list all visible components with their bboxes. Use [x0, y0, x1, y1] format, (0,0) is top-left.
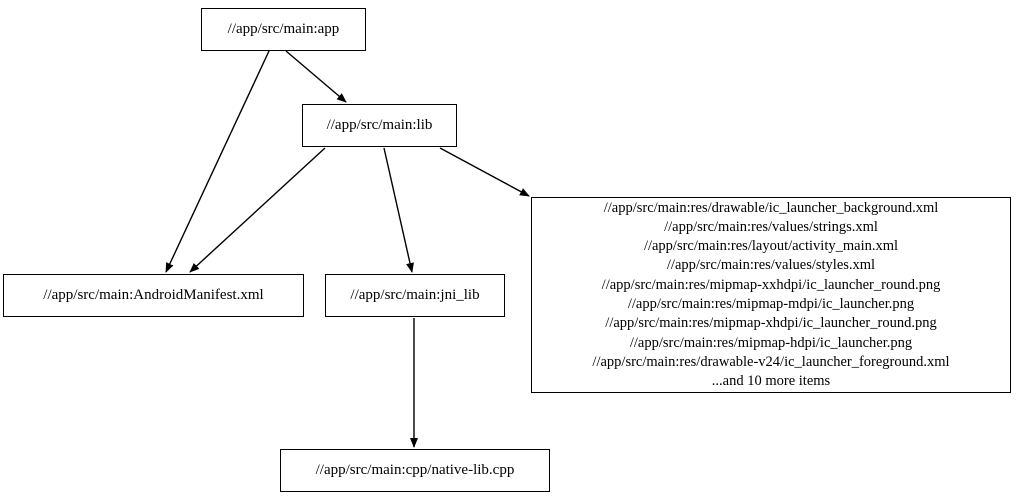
node-lib-label: //app/src/main:lib [326, 117, 433, 133]
node-lib[interactable]: //app/src/main:lib [302, 104, 457, 147]
node-jni-lib[interactable]: //app/src/main:jni_lib [325, 274, 505, 317]
node-app-label: //app/src/main:app [227, 21, 340, 37]
node-resources-label: //app/src/main:res/drawable/ic_launcher_… [592, 199, 950, 390]
edge-lib-to-manifest [189, 147, 326, 273]
edge-lib-to-jni_lib [383, 147, 414, 273]
node-resources[interactable]: //app/src/main:res/drawable/ic_launcher_… [531, 197, 1011, 393]
edge-app-to-lib [285, 50, 347, 103]
node-jni-lib-label: //app/src/main:jni_lib [350, 287, 480, 303]
edge-app-to-manifest [165, 50, 270, 273]
edge-lib-to-resources [439, 147, 530, 197]
node-native-lib-cpp[interactable]: //app/src/main:cpp/native-lib.cpp [280, 449, 550, 492]
node-android-manifest[interactable]: //app/src/main:AndroidManifest.xml [3, 274, 304, 317]
node-native-lib-cpp-label: //app/src/main:cpp/native-lib.cpp [315, 462, 515, 478]
node-android-manifest-label: //app/src/main:AndroidManifest.xml [43, 287, 264, 303]
node-app[interactable]: //app/src/main:app [201, 8, 366, 51]
